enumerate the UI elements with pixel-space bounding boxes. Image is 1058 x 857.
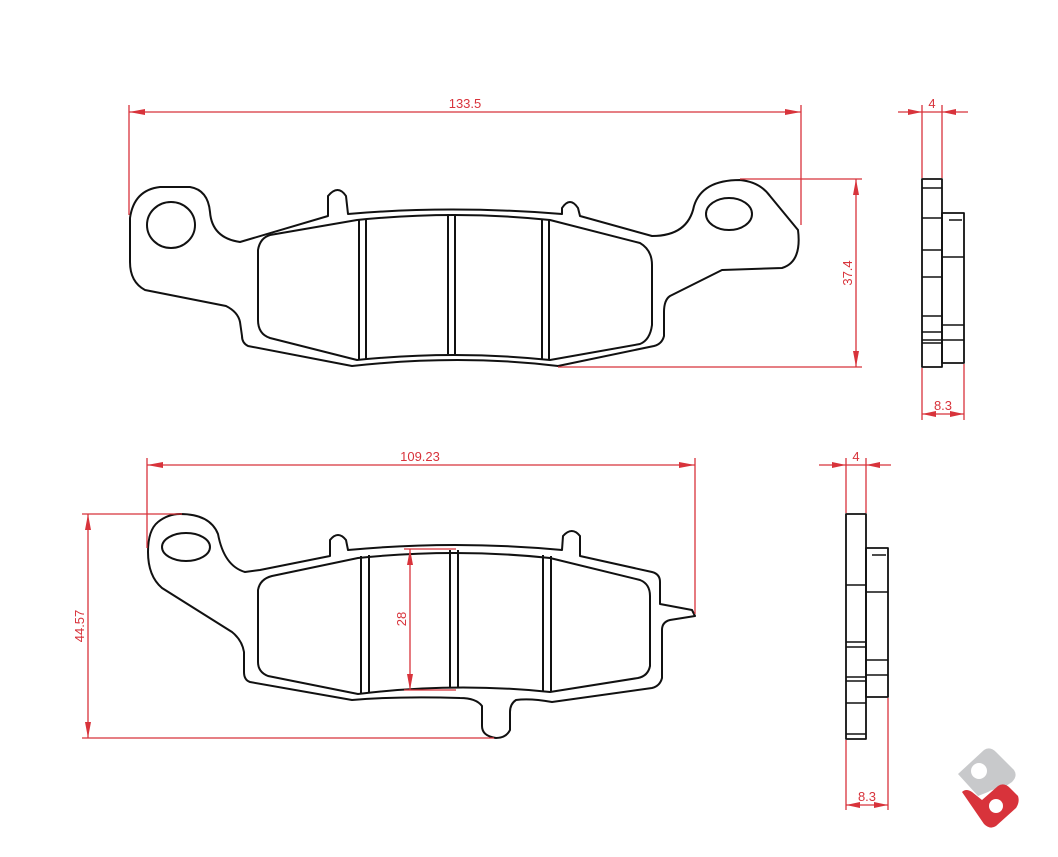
top-right-mount-hole <box>705 197 753 231</box>
bottom-backing-plate <box>147 513 696 739</box>
friction-height-dimension: 28 <box>394 548 456 691</box>
top-side-thickness-label: 4 <box>928 96 935 111</box>
top-friction-slots <box>358 214 550 360</box>
bottom-pad-side-view: 4 8.3 <box>819 449 891 810</box>
bottom-pad-front-view <box>147 513 696 739</box>
bottom-mount-hole <box>161 532 211 562</box>
brand-logo-icon <box>958 748 1019 828</box>
bottom-length-dimension: 109.23 <box>146 449 696 614</box>
top-backing-plate <box>129 179 800 367</box>
bottom-height-dimension: 44.57 <box>72 513 494 739</box>
top-pad-front-view <box>129 179 800 367</box>
top-pad-side-view: 4 8.3 <box>898 96 968 420</box>
top-length-label: 133.5 <box>449 96 482 111</box>
top-length-dimension: 133.5 <box>128 96 802 225</box>
top-side-total-label: 8.3 <box>934 398 952 413</box>
top-height-dimension: 37.4 <box>558 178 862 368</box>
top-friction-material <box>257 214 653 361</box>
bottom-length-label: 109.23 <box>400 449 440 464</box>
top-height-label: 37.4 <box>840 260 855 285</box>
bottom-friction-material <box>257 552 651 695</box>
bottom-height-label: 44.57 <box>72 610 87 643</box>
friction-height-label: 28 <box>394 612 409 626</box>
bottom-friction-slots <box>360 550 552 694</box>
bottom-side-total-label: 8.3 <box>858 789 876 804</box>
bottom-side-thickness-label: 4 <box>852 449 859 464</box>
top-left-mount-hole <box>146 201 196 249</box>
